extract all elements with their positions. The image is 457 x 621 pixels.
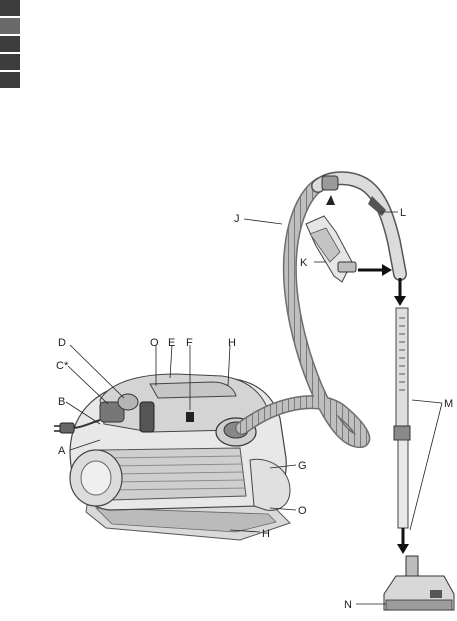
telescopic-tube [394, 278, 410, 554]
callout-h-top: H [228, 337, 236, 349]
callout-h-bottom: H [262, 528, 270, 540]
callout-j: J [234, 213, 240, 225]
callout-f: F [186, 337, 193, 349]
floor-nozzle [384, 556, 454, 610]
callout-d: D [58, 337, 66, 349]
callout-k: K [300, 257, 308, 269]
callout-n: N [344, 599, 352, 611]
callout-c: C* [56, 360, 69, 372]
callout-m: M [444, 398, 453, 410]
callout-l: L [400, 207, 406, 219]
callout-o-top: O [150, 337, 159, 349]
callout-a: A [58, 445, 66, 457]
crevice-attachment [306, 216, 392, 282]
callout-e: E [168, 337, 175, 349]
vacuum-body [54, 374, 290, 540]
callout-o-bottom: O [298, 505, 307, 517]
callout-b: B [58, 396, 65, 408]
callout-g: G [298, 460, 307, 472]
